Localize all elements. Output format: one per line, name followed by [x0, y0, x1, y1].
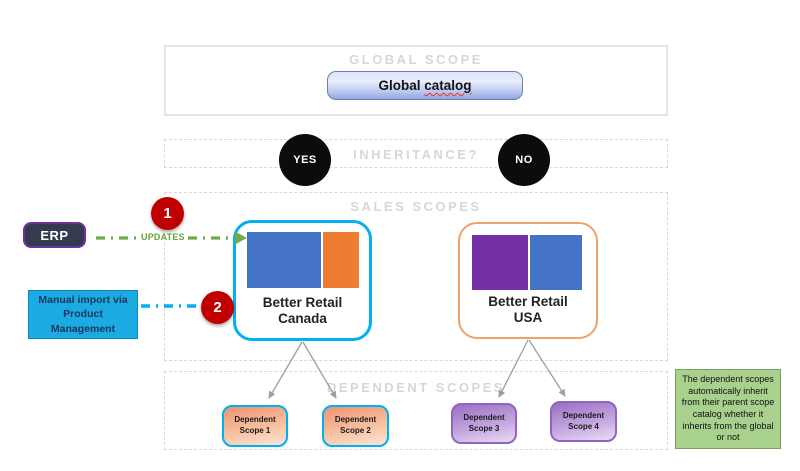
usa-catalog-bar	[472, 235, 582, 290]
step-1-badge: 1	[151, 197, 184, 230]
chip-1-line2: Scope 1	[239, 426, 271, 435]
sales-card-usa: Better Retail USA	[458, 222, 598, 339]
dependent-scopes-header: DEPENDENT SCOPES	[327, 380, 505, 395]
inheritance-header: INHERITANCE?	[353, 147, 479, 162]
canada-catalog-bar	[247, 232, 359, 288]
usa-card-label: Better Retail USA	[460, 294, 596, 326]
global-catalog-word-misspelled: catalog	[424, 78, 472, 93]
note-text: The dependent scopes automatically inher…	[681, 373, 775, 443]
manual-import-box: Manual import via Product Management	[28, 290, 138, 339]
canada-inherited-segment	[247, 232, 321, 288]
dependent-scope-4-chip: Dependent Scope 4	[550, 401, 617, 442]
dependent-scope-2-chip: Dependent Scope 2	[322, 405, 389, 447]
chip-1-line1: Dependent	[234, 415, 276, 425]
canada-label-line1: Better Retail	[262, 294, 343, 310]
canada-local-segment	[323, 232, 359, 288]
chip-3-line1: Dependent	[463, 412, 505, 422]
chip-4-line1: Dependent	[562, 410, 605, 420]
inheritance-yes-circle: YES	[279, 134, 331, 186]
usa-label-line1: Better Retail	[488, 293, 568, 309]
canada-label-line2: Canada	[278, 310, 327, 326]
canada-card-label: Better Retail Canada	[236, 295, 369, 327]
chip-4-line2: Scope 4	[568, 421, 599, 431]
step-2-badge: 2	[201, 291, 234, 324]
updates-label: UPDATES	[141, 232, 185, 242]
usa-label-line2: USA	[513, 309, 543, 325]
sales-scopes-header: SALES SCOPES	[350, 199, 482, 214]
global-scope-header: GLOBAL SCOPE	[349, 52, 483, 67]
usa-local-segment	[472, 235, 528, 290]
chip-2-line2: Scope 2	[340, 426, 371, 435]
sales-card-canada: Better Retail Canada	[233, 220, 372, 341]
dependent-scope-3-chip: Dependent Scope 3	[451, 403, 517, 444]
inheritance-frame	[164, 139, 668, 168]
chip-3-line2: Scope 3	[468, 423, 500, 433]
manual-import-line1: Manual import via	[38, 293, 128, 306]
dependent-scopes-note: The dependent scopes automatically inher…	[675, 369, 781, 449]
chip-2-line1: Dependent	[334, 415, 377, 425]
dependent-scope-1-chip: Dependent Scope 1	[222, 405, 288, 447]
erp-source-box: ERP	[23, 222, 86, 248]
manual-import-line3: Management	[50, 322, 116, 335]
inheritance-no-circle: NO	[498, 134, 550, 186]
usa-inherited-segment	[530, 235, 582, 290]
manual-import-line2: Product	[63, 308, 103, 321]
global-catalog-button: Global catalog	[327, 71, 523, 100]
global-catalog-word: Global	[378, 78, 421, 93]
